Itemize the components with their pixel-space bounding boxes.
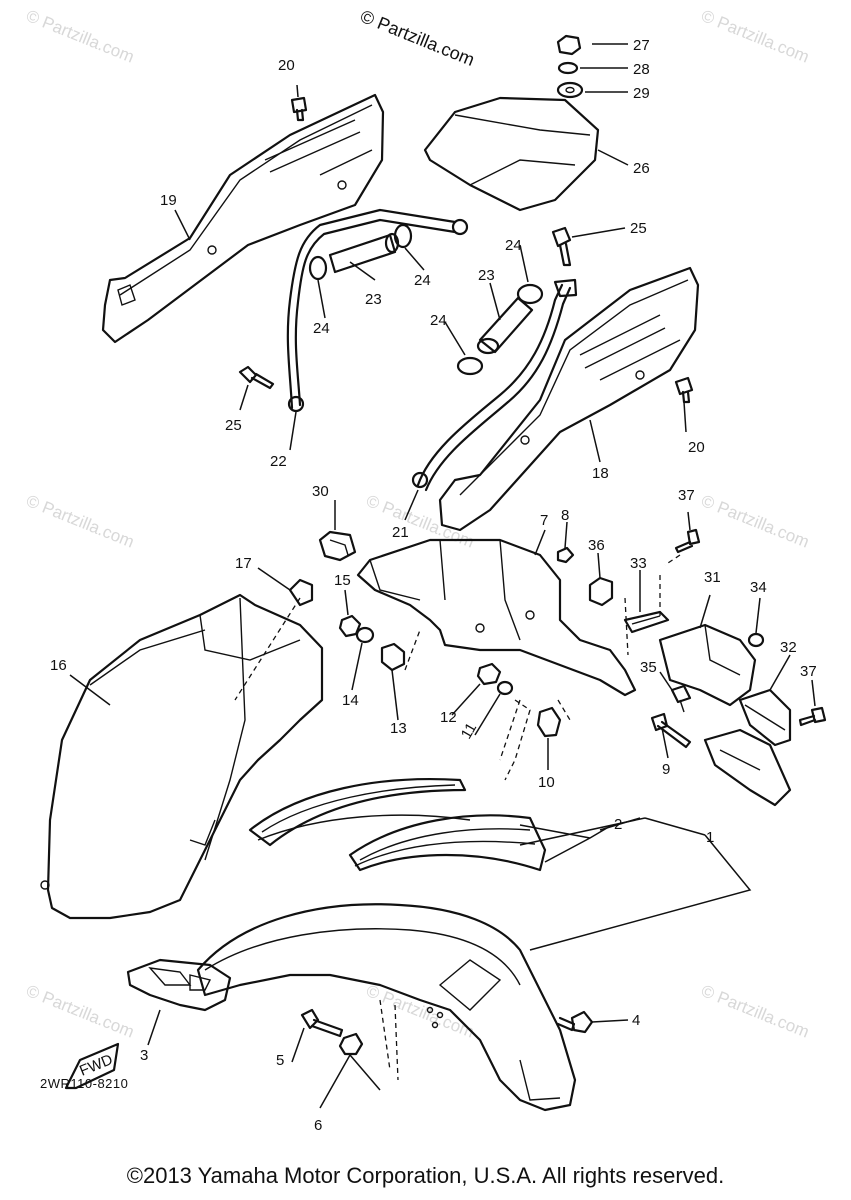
callout: 29	[633, 85, 650, 102]
callout: 25	[630, 220, 647, 237]
part-26-plate	[423, 96, 600, 212]
part-20-screw-right	[674, 376, 694, 404]
callout: 19	[160, 192, 177, 209]
callout: 24	[505, 237, 522, 254]
watermark: © Partzilla.com	[364, 981, 477, 1042]
callout: 10	[538, 774, 555, 791]
part-21-stay-right	[411, 278, 578, 492]
part-7-fender-stay	[356, 538, 637, 697]
callout: 23	[365, 291, 382, 308]
part-20-screw-upper	[290, 96, 308, 122]
part-13-collar	[380, 642, 406, 672]
part-25-bolt-left	[238, 365, 275, 390]
part-3-emblem	[126, 958, 232, 1012]
assembly-lines	[234, 554, 681, 1081]
callout: 24	[430, 312, 447, 329]
callout: 20	[278, 57, 295, 74]
part-8-nut	[556, 546, 575, 564]
callout: 20	[688, 439, 705, 456]
part-2-stripes	[248, 777, 547, 872]
callout: 4	[632, 1012, 640, 1029]
callout: 14	[342, 692, 359, 709]
callouts: 27 28 29 26 25 20 19 23 24 24 24 23 24 2…	[50, 37, 817, 1134]
part-9-bolt	[650, 712, 692, 749]
callout: 13	[390, 720, 407, 737]
callout: 36	[588, 537, 605, 554]
part-34-nut	[747, 632, 765, 648]
callout: 24	[414, 272, 431, 289]
part-22-stay	[286, 208, 469, 413]
callout: 28	[633, 61, 650, 78]
part-33-bracket	[623, 610, 670, 634]
callout: 17	[235, 555, 252, 572]
callout: 32	[780, 639, 797, 656]
watermark: © Partzilla.com	[699, 6, 812, 67]
part-32-bracket	[738, 688, 792, 747]
part-16-rear-fender	[40, 593, 324, 920]
callout: 12	[440, 709, 457, 726]
callout: 35	[640, 659, 657, 676]
footer-copyright: ©2013 Yamaha Motor Corporation, U.S.A. A…	[126, 1163, 725, 1188]
callout: 15	[334, 572, 351, 589]
callout: 11	[458, 720, 481, 742]
part-36-damper	[588, 576, 614, 607]
callout: 18	[592, 465, 609, 482]
callout: 34	[750, 579, 767, 596]
part-30-clip	[318, 530, 357, 562]
part-15-nut	[338, 614, 362, 638]
part-12-nut	[476, 662, 502, 686]
part-10-collar	[536, 706, 562, 738]
callout: 27	[633, 37, 650, 54]
callout: 16	[50, 657, 67, 674]
callout: 2	[614, 816, 622, 833]
part-6-nut	[338, 1032, 364, 1056]
callout: 24	[313, 320, 330, 337]
part-19-side-cover-left	[101, 93, 385, 344]
part-23-24-upper	[308, 223, 413, 281]
watermark: © Partzilla.com	[699, 981, 812, 1042]
callout: 6	[314, 1117, 322, 1134]
part-14-washer	[355, 626, 375, 644]
callout: 30	[312, 483, 329, 500]
part-5-bolt	[300, 1008, 344, 1038]
callout: 22	[270, 453, 287, 470]
part-25-bolt-upper	[551, 226, 572, 267]
callout: 8	[561, 507, 569, 524]
part-37-bolt-right	[798, 706, 827, 727]
part-4-bolt	[556, 1010, 594, 1034]
diagram-code: 2WR110-8210	[40, 1076, 129, 1091]
part-35-clamp	[670, 684, 692, 713]
callout: 37	[678, 487, 695, 504]
callout: 1	[706, 829, 714, 846]
callout: 23	[478, 267, 495, 284]
part-18-side-cover-right	[438, 266, 700, 532]
watermark: © Partzilla.com	[699, 491, 812, 552]
callout: 3	[140, 1047, 148, 1064]
callout: 7	[540, 512, 548, 529]
part-23-24-right	[456, 283, 544, 376]
callout: 9	[662, 761, 670, 778]
leader-lines	[69, 43, 816, 1109]
callout: 37	[800, 663, 817, 680]
callout: 31	[704, 569, 721, 586]
part-31-bracket	[658, 623, 757, 707]
callout: 33	[630, 555, 647, 572]
part-17-grommet	[288, 578, 314, 607]
part-37-bolt-upper	[674, 528, 701, 554]
watermark: © Partzilla.com	[24, 491, 137, 552]
watermark: © Partzilla.com	[24, 981, 137, 1042]
part-lamp-holder	[703, 728, 792, 807]
watermarks: © Partzilla.com © Partzilla.com © Partzi…	[24, 6, 812, 1042]
callout: 25	[225, 417, 242, 434]
watermark: © Partzilla.com	[24, 6, 137, 67]
callout: 21	[392, 524, 409, 541]
callout: 5	[276, 1052, 284, 1069]
part-11-washer	[496, 680, 514, 696]
part-27-29-nut-washers	[556, 34, 584, 99]
callout: 26	[633, 160, 650, 177]
part-1-front-fender	[196, 903, 577, 1112]
